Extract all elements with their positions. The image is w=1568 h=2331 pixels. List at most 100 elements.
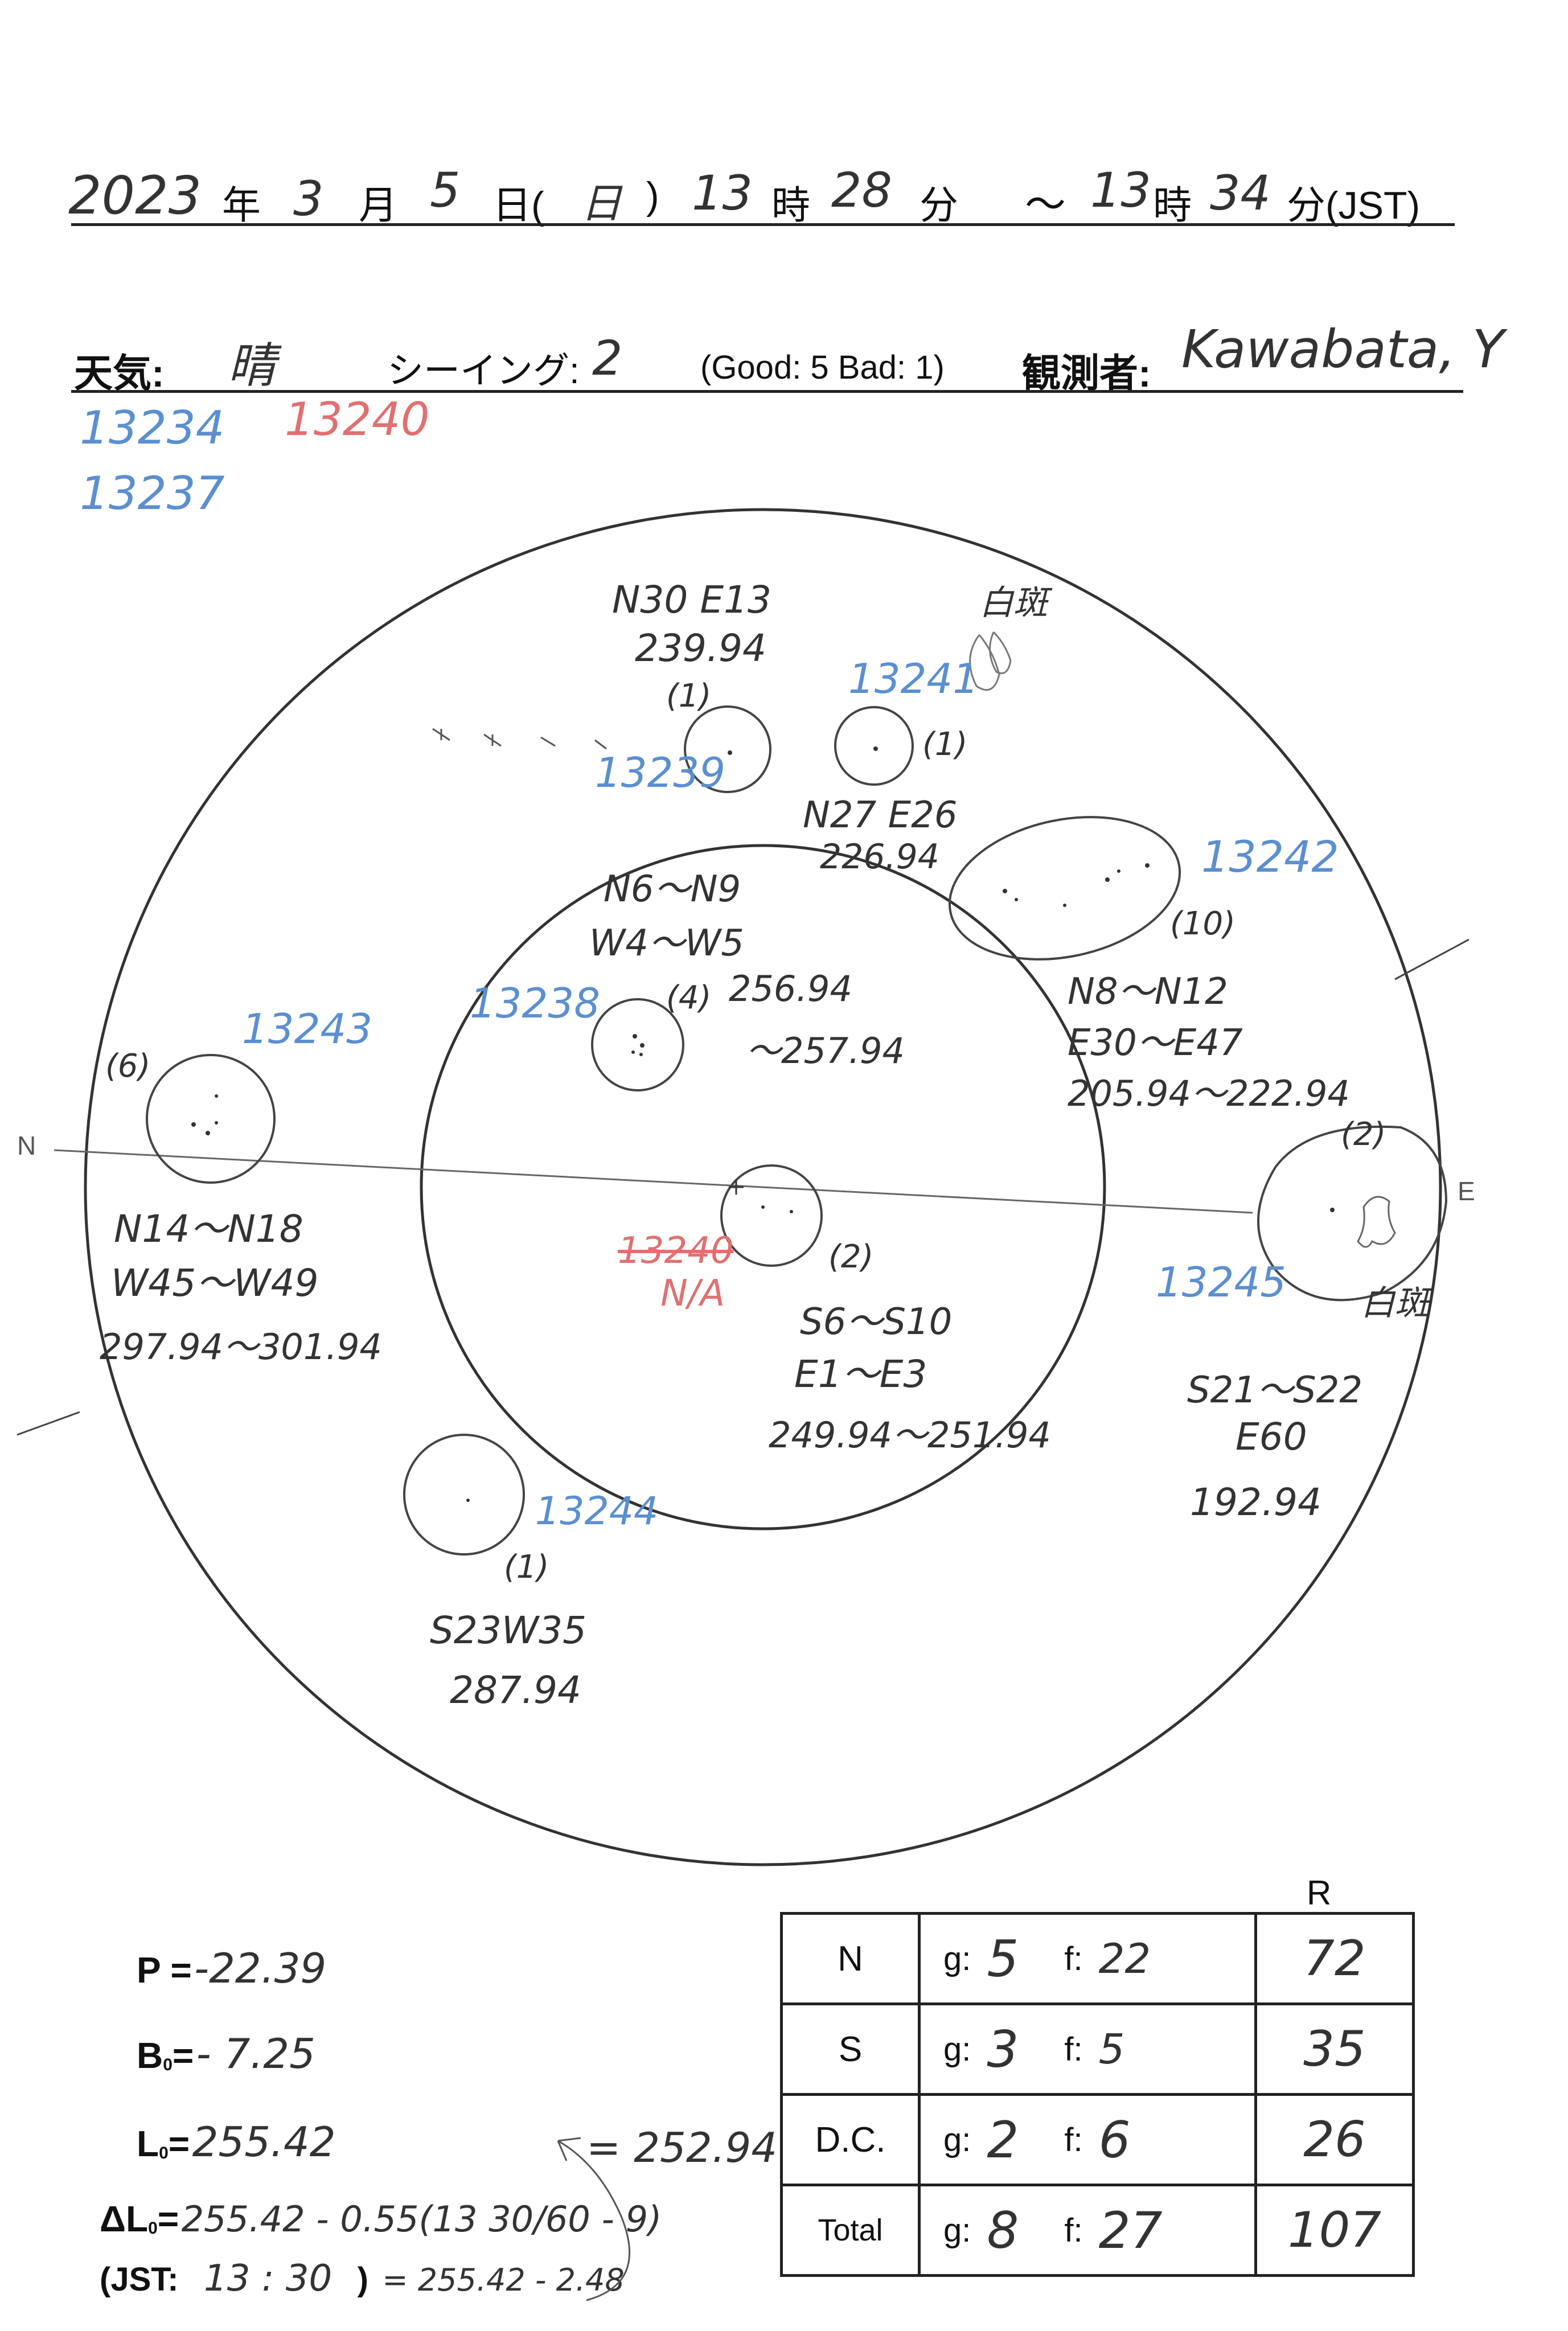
group-13240-longitude: 249.94～251.94 bbox=[769, 1414, 1051, 1456]
group-13238-longitude-end: ～257.94 bbox=[746, 1030, 905, 1072]
group-13242-longitude: 205.94～222.94 bbox=[1068, 1073, 1350, 1114]
f-value: 27 bbox=[1098, 2201, 1163, 2260]
group-13238-latitude: N6～N9 bbox=[604, 868, 741, 910]
sunspot-group-13240 bbox=[720, 1164, 823, 1267]
r-value: 107 bbox=[1254, 2184, 1415, 2277]
white-spot-right-label: 白斑 bbox=[1361, 1283, 1429, 1323]
day-value: 5 bbox=[430, 162, 461, 218]
conditions-underline bbox=[71, 390, 1463, 393]
f-label: f: bbox=[1064, 2211, 1083, 2249]
g-value: 8 bbox=[987, 2201, 1019, 2260]
note-region-13237: 13237 bbox=[80, 467, 225, 520]
f-value: 22 bbox=[1098, 1935, 1151, 1983]
jst-label: (JST: bbox=[100, 2261, 179, 2298]
group-13245-latitude: S21～S22 bbox=[1187, 1369, 1363, 1411]
l0-equals: = bbox=[168, 2123, 190, 2164]
b0-row: B0= - 7.25 bbox=[137, 2030, 315, 2078]
group-13244-position: S23W35 bbox=[430, 1608, 587, 1652]
l0-value: 255.42 bbox=[192, 2118, 336, 2166]
end-min-unit: 分(JST) bbox=[1287, 184, 1421, 227]
b0-label: B bbox=[137, 2035, 163, 2076]
group-13245-count: (2) bbox=[1341, 1116, 1386, 1153]
f-label: f: bbox=[1064, 2121, 1083, 2158]
sunspot-group-13239 bbox=[684, 705, 771, 793]
sunspot-group-13245 bbox=[1257, 1125, 1448, 1302]
group-13245-id: 13245 bbox=[1156, 1258, 1287, 1306]
seeing-label: シーイング: bbox=[387, 350, 580, 391]
group-13242-id: 13242 bbox=[1201, 831, 1339, 882]
group-13241-position: N27 E26 bbox=[803, 794, 958, 836]
seeing-scale: (Good: 5 Bad: 1) bbox=[700, 349, 945, 386]
axis-tick-bottom-left bbox=[17, 1411, 80, 1436]
weather-value: 晴 bbox=[228, 338, 276, 393]
group-13244-longitude: 287.94 bbox=[450, 1668, 581, 1712]
group-13243-id: 13243 bbox=[242, 1005, 373, 1053]
group-13240-latitude: S6～S10 bbox=[800, 1301, 953, 1343]
b0-subscript: 0 bbox=[163, 2055, 173, 2075]
end-hour-unit: 時 bbox=[1153, 184, 1192, 227]
l0-result: = 252.94 bbox=[586, 2124, 778, 2172]
result-arrow bbox=[557, 2137, 631, 2301]
group-13239-position: N30 E13 bbox=[612, 578, 772, 622]
sunspot-group-13244 bbox=[403, 1434, 525, 1556]
g-value: 5 bbox=[987, 1929, 1019, 1988]
jst-value: 13 : 30 bbox=[204, 2258, 333, 2300]
f-label: f: bbox=[1064, 2030, 1083, 2068]
group-13239-count: (1) bbox=[666, 678, 712, 715]
f-value: 6 bbox=[1098, 2110, 1131, 2169]
observer-label: 観測者: bbox=[1022, 352, 1151, 395]
start-hour-unit: 時 bbox=[771, 184, 811, 227]
group-13241-count: (1) bbox=[922, 726, 968, 763]
group-13242-count: (10) bbox=[1170, 905, 1235, 942]
r-value: 72 bbox=[1254, 1912, 1415, 2005]
sunspot-group-13242 bbox=[948, 816, 1181, 961]
inner-disk-circle bbox=[420, 844, 1106, 1530]
table-row-total: Total g: 8 f: 27 107 bbox=[780, 2184, 1415, 2277]
group-13242-latitude: N8～N12 bbox=[1068, 971, 1228, 1013]
note-region-13240: 13240 bbox=[285, 393, 430, 446]
weather-label: 天気: bbox=[74, 352, 165, 395]
g-value: 2 bbox=[987, 2110, 1019, 2169]
time-range-tilde: ～ bbox=[1025, 182, 1066, 228]
l0-subscript: 0 bbox=[159, 2144, 169, 2163]
p-label: P = bbox=[137, 1950, 192, 1991]
group-13245-longitude: 192.94 bbox=[1190, 1480, 1321, 1524]
compass-east: E bbox=[1458, 1176, 1475, 1206]
compass-north: N bbox=[17, 1131, 36, 1160]
header-underline bbox=[71, 223, 1455, 226]
white-spot-top bbox=[969, 631, 1012, 691]
note-region-13234: 13234 bbox=[80, 401, 225, 454]
solar-disk-diagram bbox=[17, 508, 1470, 1866]
l0-row: L0= 255.42 bbox=[137, 2118, 336, 2166]
group-13238-count: (4) bbox=[666, 979, 712, 1016]
p-value: -22.39 bbox=[194, 1944, 327, 1992]
b0-value: - 7.25 bbox=[196, 2030, 315, 2078]
weekday-close: ) bbox=[646, 174, 659, 217]
b0-equals: = bbox=[172, 2035, 194, 2076]
r-value: 26 bbox=[1254, 2093, 1415, 2186]
outer-disk-circle bbox=[84, 508, 1442, 1866]
white-spot-top-label: 白斑 bbox=[979, 583, 1048, 623]
group-13238-longitude: 256.94 bbox=[729, 968, 852, 1009]
table-row-south: S g:3 f:5 35 bbox=[780, 2002, 1415, 2096]
group-13241-id: 13241 bbox=[848, 655, 979, 703]
row-label: Total bbox=[780, 2184, 921, 2277]
group-13240-count: (2) bbox=[828, 1238, 874, 1275]
dl0-equals: = bbox=[157, 2198, 179, 2239]
gf-cell: g:2 f:6 bbox=[918, 2093, 1257, 2186]
group-13240-id: 13240 bbox=[618, 1230, 734, 1272]
start-min-unit: 分 bbox=[920, 184, 959, 227]
group-13243-longitude: 297.94～301.94 bbox=[100, 1326, 382, 1368]
group-13240-status: N/A bbox=[660, 1273, 725, 1315]
group-13241-longitude: 226.94 bbox=[820, 837, 939, 877]
g-label: g: bbox=[943, 2030, 971, 2068]
seeing-value: 2 bbox=[592, 330, 623, 386]
year-unit: 年 bbox=[222, 184, 261, 227]
row-label: N bbox=[780, 1912, 921, 2005]
dl0-row: ΔL0= 255.42 - 0.55(13 30/60 - 9) bbox=[100, 2198, 662, 2240]
start-min-value: 28 bbox=[831, 162, 892, 218]
sunspot-count-table: N g:5 f:22 72 S g:3 f:5 35 D.C. g:2 f:6 … bbox=[780, 1912, 1415, 2277]
f-label: f: bbox=[1064, 1940, 1083, 1977]
table-row-disk-center: D.C. g:2 f:6 26 bbox=[780, 2093, 1415, 2186]
g-label: g: bbox=[943, 2211, 971, 2249]
